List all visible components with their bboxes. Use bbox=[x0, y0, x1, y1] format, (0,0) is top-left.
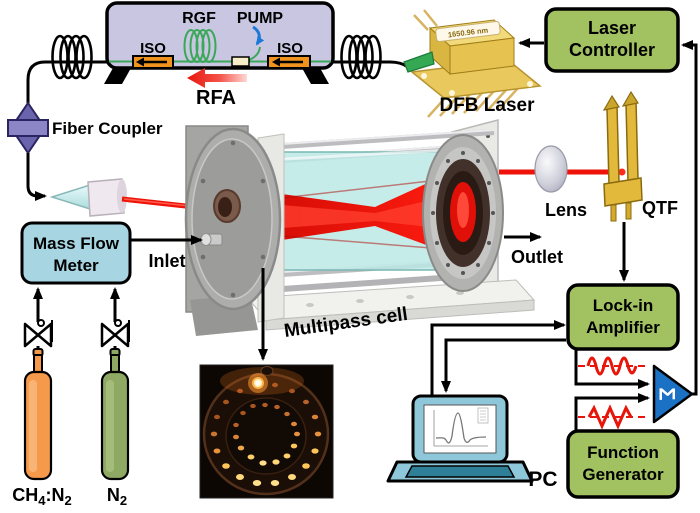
lock-in-amplifier-box: Lock-in Amplifier bbox=[566, 283, 680, 351]
rfa-foot-left bbox=[104, 68, 131, 84]
cell-left-plate bbox=[184, 125, 282, 336]
mfm-label-1: Mass Flow bbox=[33, 234, 120, 253]
gas-label-n2: N2 bbox=[107, 485, 127, 508]
pump-label: PUMP bbox=[237, 10, 284, 27]
inlet-label: Inlet bbox=[148, 251, 185, 271]
rfa-foot-right bbox=[302, 68, 329, 84]
cell-right-flange bbox=[422, 134, 504, 292]
qtf-icon bbox=[602, 90, 643, 222]
dfb-laser-label: DFB Laser bbox=[439, 95, 535, 116]
gas-cylinder-ch4n2 bbox=[23, 348, 53, 481]
glass-highlight bbox=[283, 148, 453, 161]
pc-lockin-upper-line bbox=[430, 320, 566, 396]
funcgen-label-2: Generator bbox=[582, 465, 664, 484]
dfb-laser-icon: 1650.96 nm bbox=[403, 9, 542, 118]
coupler-to-collimator-line bbox=[26, 153, 47, 201]
lens-label: Lens bbox=[545, 200, 587, 220]
rfa-direction-arrow-icon bbox=[187, 68, 247, 88]
ramp-waveform-icon bbox=[587, 404, 633, 430]
spot-ring-outer bbox=[210, 382, 322, 486]
lens-icon bbox=[534, 145, 568, 193]
rfa-box: RGF PUMP ISO ISO bbox=[104, 1, 335, 84]
spot-pattern-photo bbox=[199, 364, 334, 499]
laser-controller-box: Laser Controller bbox=[544, 7, 680, 73]
pc-screen-plot bbox=[433, 407, 489, 447]
summing-amplifier-icon: Σ bbox=[652, 364, 694, 424]
collimator-icon bbox=[49, 178, 127, 217]
rgf-coil-icon bbox=[183, 29, 217, 63]
qtf-label: QTF bbox=[642, 198, 678, 218]
intracavity-beam-core bbox=[282, 194, 456, 230]
lockin-to-adder-line bbox=[574, 350, 650, 389]
multipass-cell-render bbox=[184, 119, 536, 336]
outlet-label: Outlet bbox=[511, 247, 563, 267]
pc-laptop-icon bbox=[386, 394, 534, 483]
rgf-label: RGF bbox=[182, 10, 216, 27]
spot-ring-inner bbox=[233, 402, 300, 466]
pump-arrow-icon bbox=[252, 25, 265, 46]
lockin-label-2: Amplifier bbox=[586, 318, 660, 337]
pc-label: PC bbox=[528, 468, 557, 491]
wdm-component-icon bbox=[231, 56, 250, 67]
laser-controller-label-2: Controller bbox=[569, 40, 655, 60]
mass-flow-meter-box: Mass Flow Meter bbox=[20, 221, 132, 285]
inlet-fitting-icon bbox=[200, 233, 223, 246]
funcgen-to-adder-line bbox=[574, 393, 650, 430]
laser-controller-label-1: Laser bbox=[588, 18, 636, 38]
isolator-icon-left bbox=[132, 55, 174, 69]
sigma-symbol: Σ bbox=[655, 387, 680, 400]
fiber-coil-icon-left bbox=[51, 34, 93, 80]
lockin-to-pc-line bbox=[441, 338, 566, 393]
mfm-label-2: Meter bbox=[53, 256, 99, 275]
fiber-coupler-icon bbox=[7, 101, 49, 155]
lockin-label-1: Lock-in bbox=[593, 296, 653, 315]
function-generator-box: Function Generator bbox=[566, 429, 680, 499]
gas-label-ch4n2: CH4:N2 bbox=[12, 485, 71, 508]
funcgen-label-1: Function bbox=[587, 443, 659, 462]
modulation-feedback-line bbox=[681, 40, 698, 396]
iso-label-left: ISO bbox=[140, 40, 166, 57]
beam-focus-spot bbox=[618, 168, 626, 176]
isolator-icon-right bbox=[267, 55, 311, 69]
sine-waveform-icon bbox=[586, 356, 638, 376]
fiber-coupler-label: Fiber Coupler bbox=[52, 119, 163, 138]
iso-label-right: ISO bbox=[277, 40, 303, 57]
gas-cylinder-n2 bbox=[100, 348, 130, 481]
fiber-line-left bbox=[26, 60, 107, 104]
valve-icon-n2 bbox=[100, 319, 130, 348]
fiber-pigtail-boot bbox=[403, 51, 435, 73]
rfa-label: RFA bbox=[196, 87, 236, 109]
valve-icon-ch4n2 bbox=[23, 319, 53, 348]
fiber-coil-icon-right bbox=[340, 34, 382, 80]
